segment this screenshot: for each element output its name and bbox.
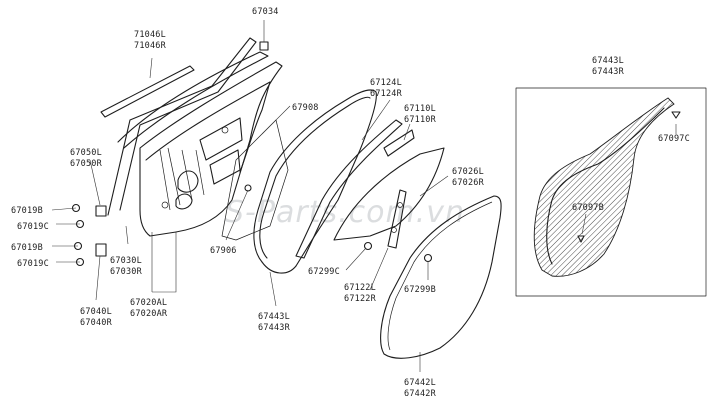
callout-67299b: 67299B — [404, 285, 436, 295]
callout-67020: 67020AL 67020AR — [130, 298, 173, 319]
callout-67034: 67034 — [252, 7, 279, 17]
fastener-67299b-drawing — [423, 253, 433, 263]
callout-67443-main: 67443L 67443R — [258, 312, 295, 333]
inset-frame — [515, 87, 707, 297]
inset-weatherstrip-drawing — [533, 97, 675, 277]
clip-67097c-drawing — [671, 111, 681, 119]
callout-67019c-top: 67019C — [17, 222, 49, 232]
callout-67124: 67124L 67124R — [370, 78, 407, 99]
watermark: S-Parts.com.vn — [225, 195, 465, 230]
window-frame-drawing — [100, 37, 269, 216]
hinge-bolt-drawings — [71, 203, 107, 267]
callout-67026: 67026L 67026R — [452, 167, 489, 188]
callout-67299c: 67299C — [308, 267, 340, 277]
callout-67097b: 67097B — [572, 203, 604, 213]
callout-67030: 67030L 67030R — [110, 256, 147, 277]
glass-channel-drawing — [295, 119, 415, 259]
callout-67110: 67110L 67110R — [404, 104, 441, 125]
callout-67442: 67442L 67442R — [404, 378, 441, 399]
body-weatherstrip-drawing — [380, 195, 502, 359]
regulator-channel-drawing — [387, 189, 407, 249]
callout-67908: 67908 — [292, 103, 319, 113]
callout-67019b-bot: 67019B — [11, 243, 43, 253]
fastener-67299c-drawing — [363, 241, 373, 251]
callout-67019c-bot: 67019C — [17, 259, 49, 269]
door-weatherstrip-drawing — [253, 89, 377, 274]
callout-67040: 67040L 67040R — [80, 307, 117, 328]
callout-67097c: 67097C — [658, 134, 690, 144]
callout-67122: 67122L 67122R — [344, 283, 381, 304]
leader-lines — [51, 20, 677, 372]
door-glass-drawing — [333, 147, 445, 241]
callout-67906: 67906 — [210, 246, 237, 256]
door-shell-drawing — [139, 61, 283, 237]
callout-71046: 71046L 71046R — [134, 30, 171, 51]
callout-67443-inset: 67443L 67443R — [592, 56, 629, 77]
retainer-clip-drawing — [244, 184, 252, 192]
clip-67034-drawing — [259, 41, 269, 51]
clip-67097b-drawing — [577, 235, 585, 243]
callout-67050: 67050L 67050R — [70, 148, 107, 169]
callout-67019b-top: 67019B — [11, 206, 43, 216]
